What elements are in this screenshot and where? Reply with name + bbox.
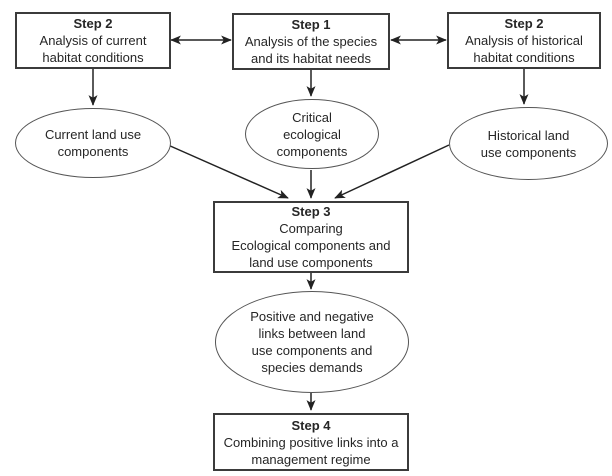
ellipse-historical-land-use: Historical land use components <box>449 107 608 180</box>
box-text-line: Combining positive links into a <box>223 434 399 450</box>
ellipse-text-line: Historical land <box>487 127 570 143</box>
box-text-line: management regime <box>251 451 371 467</box>
box-text-line: Analysis of current <box>39 33 147 48</box>
box-text-line: habitat conditions <box>473 50 575 65</box>
box-text-line: habitat conditions <box>42 50 144 65</box>
ellipse-text-line: links between land <box>258 326 366 341</box>
box-step1-species-analysis: Step 1 Analysis of the species and its h… <box>232 13 390 70</box>
ellipse-text-line: Current land use <box>44 127 142 142</box>
ellipse-positive-negative-links: Positive and negative links between land… <box>215 291 409 393</box>
step-label: Step 3 <box>291 204 331 219</box>
box-step2-current-habitat: Step 2 Analysis of current habitat condi… <box>15 12 171 69</box>
ellipse-text-line: Positive and negative <box>250 309 374 324</box>
box-text-line: Comparing <box>279 221 343 236</box>
box-step3-comparing: Step 3 Comparing Ecological components a… <box>213 201 409 273</box>
ellipse-current-land-use: Current land use components <box>15 108 171 178</box>
ellipse-text-line: use components and <box>251 343 373 358</box>
box-step4-management-regime: Step 4 Combining positive links into a m… <box>213 413 409 471</box>
box-text-line: land use components <box>249 255 373 270</box>
step-label: Step 1 <box>291 17 331 32</box>
ellipse-text-line: use components <box>480 144 577 160</box>
step-label: Step 2 <box>73 16 113 31</box>
ellipse-text-line: species demands <box>261 360 363 375</box>
ellipse-text-line: components <box>57 144 129 159</box>
box-text-line: and its habitat needs <box>251 51 371 66</box>
ellipse-critical-ecological: Critical ecological components <box>245 99 379 169</box>
box-text-line: Ecological components and <box>231 238 391 253</box>
ellipse-text-line: components <box>276 143 348 159</box>
box-text-line: Analysis of the species <box>244 34 378 49</box>
ellipse-text-line: Critical <box>292 109 332 125</box>
step-label: Step 2 <box>504 16 544 31</box>
box-text-line: Analysis of historical <box>465 33 583 48</box>
box-step2-historical-habitat: Step 2 Analysis of historical habitat co… <box>447 12 601 69</box>
ellipse-text-line: ecological <box>283 126 341 142</box>
step-label: Step 4 <box>291 417 331 433</box>
